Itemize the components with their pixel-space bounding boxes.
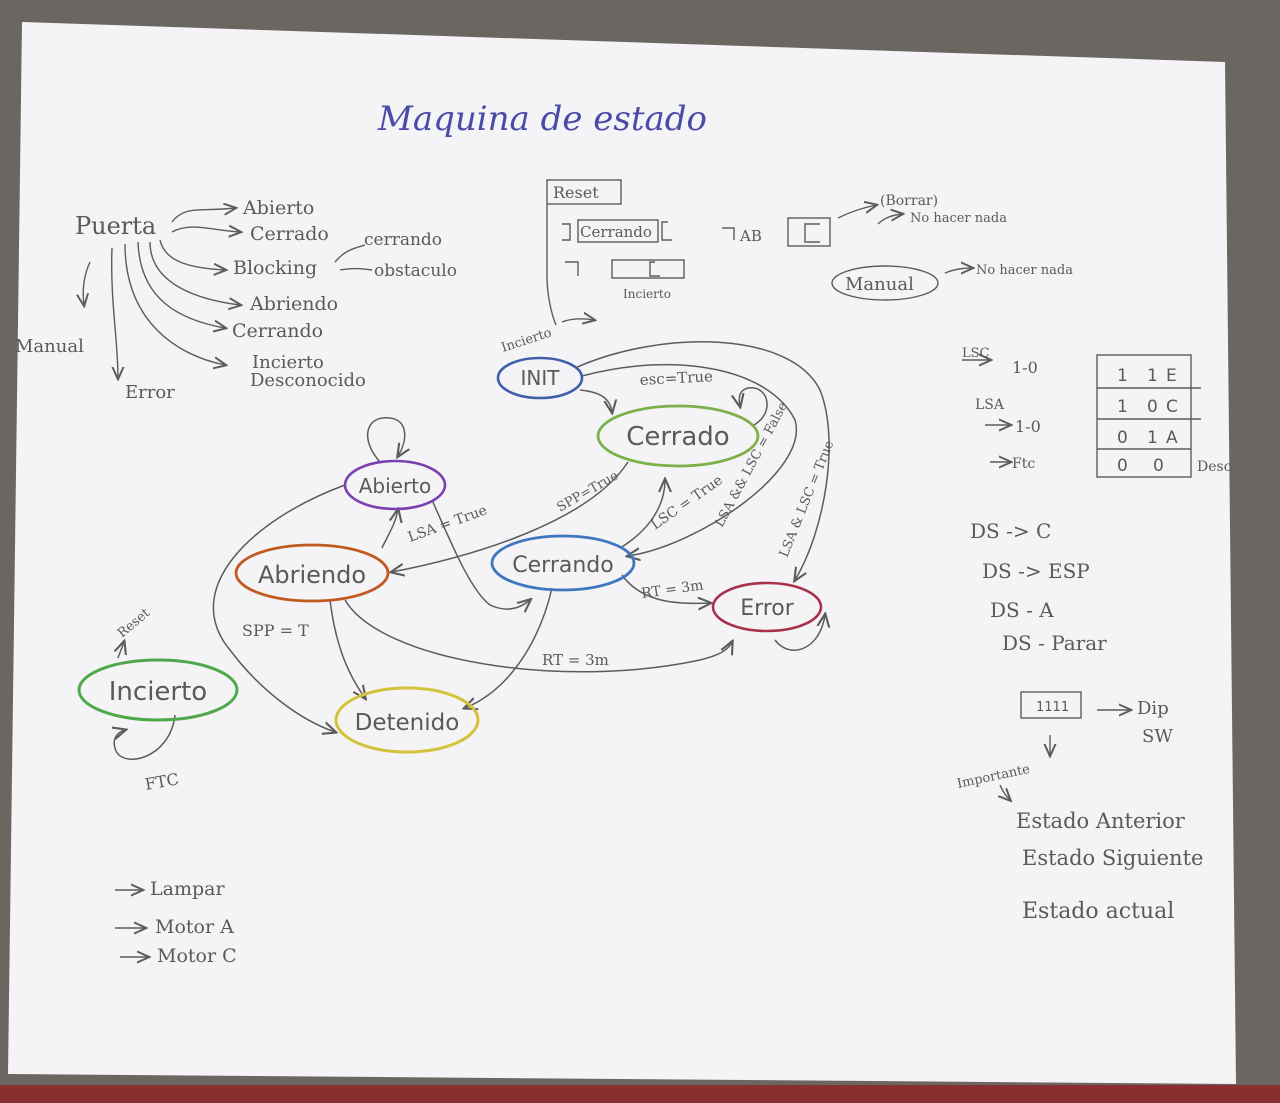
state-label: Incierto xyxy=(109,677,207,707)
state-label: Abierto xyxy=(359,474,432,498)
puerta-tree xyxy=(83,208,373,378)
reset-label: Reset xyxy=(553,183,599,202)
dip-box-text: 1111 xyxy=(1036,700,1069,715)
importante-item: Estado Siguiente xyxy=(1022,846,1203,870)
state-incierto: Incierto xyxy=(77,658,239,722)
state-label: Cerrando xyxy=(512,553,613,578)
tree-child: Blocking xyxy=(233,257,317,279)
state-detenido: Detenido xyxy=(334,686,480,754)
table-cell: C xyxy=(1166,397,1178,417)
table-cell: A xyxy=(1166,428,1178,448)
reset-box xyxy=(546,179,972,326)
sensor-label: Ftc xyxy=(1012,456,1035,472)
output-item: Motor C xyxy=(157,945,237,967)
sensor-table xyxy=(962,355,1201,478)
table-cell: 0 xyxy=(1147,397,1158,417)
state-error: Error xyxy=(711,581,823,633)
table-cell: 1 xyxy=(1147,366,1158,386)
dip-switch xyxy=(1000,691,1130,800)
output-item: Lampar xyxy=(150,878,225,900)
ds-item: DS - A xyxy=(990,598,1054,622)
tree-child: Desconocido xyxy=(250,370,366,391)
sensor-table-cells: 1 1 E 1 0 C 0 1 A 0 0 xyxy=(1117,366,1178,476)
outputs-list xyxy=(115,890,148,957)
sensor-label: 1-0 xyxy=(1012,358,1038,377)
tree-child: Incierto xyxy=(252,352,324,373)
tree-child: Cerrando xyxy=(232,320,323,342)
transition-label: esc=True xyxy=(639,367,713,389)
dip-label: Dip xyxy=(1137,698,1169,719)
state-cerrando: Cerrando xyxy=(490,534,636,592)
manual-label: Manual xyxy=(15,336,84,357)
state-abierto: Abierto xyxy=(343,459,447,511)
tree-child: Abierto xyxy=(242,197,314,219)
sensor-label: LSC xyxy=(962,346,990,361)
tree-child: Cerrado xyxy=(250,223,329,245)
incierto-small-label: Incierto xyxy=(623,287,671,301)
blocking-cause: obstaculo xyxy=(374,261,457,281)
state-label: Detenido xyxy=(355,710,460,736)
state-label: INIT xyxy=(521,366,561,390)
state-init: INIT xyxy=(496,356,584,400)
table-cell: 1 xyxy=(1117,397,1128,417)
output-item: Motor A xyxy=(155,916,234,938)
desc-label: Desc xyxy=(1197,459,1232,475)
blocking-cause: cerrando xyxy=(364,230,442,250)
table-cell: 0 xyxy=(1117,428,1128,448)
table-cell: 0 xyxy=(1117,456,1128,476)
no-hacer-note: No hacer nada xyxy=(976,263,1073,278)
ds-item: DS -> C xyxy=(970,519,1051,543)
no-hacer-note: No hacer nada xyxy=(910,211,1007,226)
manual-bubble: Manual xyxy=(845,274,914,295)
table-cell: E xyxy=(1166,366,1177,386)
table-cell: 1 xyxy=(1147,428,1158,448)
sensor-label: 1-0 xyxy=(1015,417,1041,436)
sensor-label: LSA xyxy=(975,397,1005,413)
tree-child: Abriendo xyxy=(249,293,338,315)
state-label: Cerrado xyxy=(626,422,729,452)
page-title: Maquina de estado xyxy=(377,99,707,139)
table-cell: 1 xyxy=(1117,366,1128,386)
ab-label: AB xyxy=(739,227,762,245)
importante-item: Estado Anterior xyxy=(1016,809,1186,833)
table-edge xyxy=(0,1085,1280,1103)
state-abriendo: Abriendo xyxy=(234,543,390,603)
ds-item: DS - Parar xyxy=(1002,631,1107,655)
error-label: Error xyxy=(125,382,175,403)
state-label: Error xyxy=(740,596,795,621)
tree-root: Puerta xyxy=(75,212,156,240)
transition-label: SPP = T xyxy=(242,621,309,640)
state-label: Abriendo xyxy=(258,561,366,589)
paper-sheet xyxy=(8,22,1236,1084)
ds-item: DS -> ESP xyxy=(982,559,1090,583)
table-cell: 0 xyxy=(1153,456,1164,476)
transition-label: RT = 3m xyxy=(542,651,609,669)
dip-label: SW xyxy=(1142,726,1173,747)
importante-item: Estado actual xyxy=(1022,899,1174,924)
transition-edges xyxy=(114,341,829,760)
reset-cell: Cerrando xyxy=(580,223,652,241)
state-cerrado: Cerrado xyxy=(596,404,760,468)
borrar-note: (Borrar) xyxy=(880,193,938,209)
